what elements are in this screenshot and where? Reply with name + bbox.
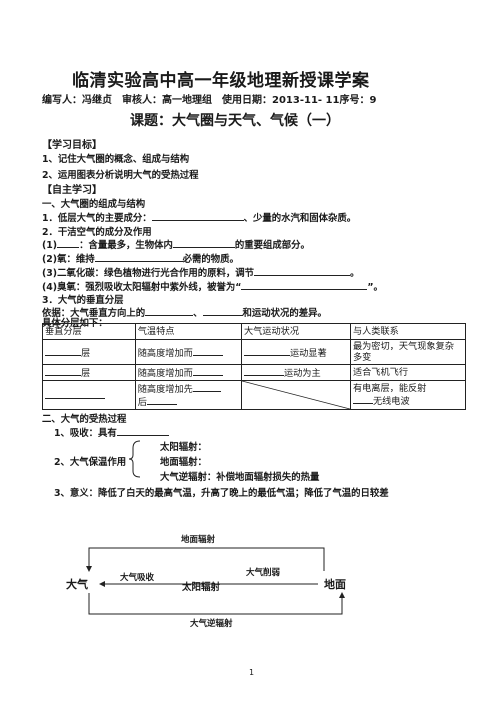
- heating-absorb: 1、吸收：具有: [54, 425, 169, 439]
- diagram-solar-label: 太阳辐射: [182, 582, 221, 593]
- q2-1-text-c: 的重要组成部分。: [234, 240, 310, 251]
- temp-blank[interactable]: [192, 366, 223, 376]
- absorb-text: 1、吸收：具有: [54, 428, 117, 439]
- heating-insulation: 2、大气保温作用: [54, 457, 127, 468]
- question-2-3: (3)二氧化碳：绿色植物进行光合作用的原料，调节 。: [42, 265, 359, 279]
- motion-cell-diagonal: [240, 380, 351, 410]
- counter-radiation-arrow: [88, 592, 345, 615]
- human-text-b: 无线电波: [372, 396, 410, 407]
- q2-2-text-a: (2)氧：维持: [42, 254, 95, 265]
- q2-3-blank[interactable]: [253, 266, 350, 276]
- atmosphere-layers-table: 垂直分层 气温特点 大气运动状况 与人类联系 层 随高度增加而 运动显著 最为密…: [42, 323, 467, 410]
- temp-text: 随高度增加而: [137, 347, 193, 359]
- q2-1-blank-b[interactable]: [172, 238, 235, 248]
- heating-significance: 3、意义：降低了白天的最高气温，升高了晚上的最低气温；降低了气温的日较差: [54, 488, 389, 499]
- layer-suffix: 层: [81, 347, 91, 359]
- question-3-basis: 依据：大气垂直方向上的 、 和运动状况的差异。: [42, 305, 327, 319]
- question-2-2: (2)氧：维持 必需的物质。: [42, 251, 239, 265]
- diagram-left-node: 大气: [66, 578, 88, 591]
- motion-cell: 运动为主: [240, 364, 351, 381]
- ground-radiation-arrow: [86, 547, 325, 572]
- page-title: 临清实验高中高一年级地理新授课学案: [72, 71, 370, 91]
- motion-blank[interactable]: [243, 346, 290, 356]
- q2-1-label: (1): [42, 240, 58, 251]
- layer-suffix: 层: [81, 368, 91, 379]
- q3-basis-text-a: 依据：大气垂直方向上的: [42, 308, 146, 319]
- absorb-blank[interactable]: [116, 426, 169, 436]
- goal-item-1: 1、记住大气圈的概念、组成与结构: [42, 154, 190, 165]
- motion-text: 运动为主: [283, 368, 321, 379]
- section-2-heading: 二、大气的受热过程: [42, 414, 127, 425]
- temp-text-b: 后: [137, 397, 147, 408]
- q2-3-text-b: 。: [349, 268, 360, 279]
- diagram-right-node: 地面: [324, 578, 346, 591]
- insulation-item-2: 地面辐射：: [160, 457, 207, 468]
- diagram-top-label: 地面辐射: [181, 535, 216, 545]
- human-text-a: 有电离层，能反射: [352, 383, 427, 394]
- question-3: 3．大气的垂直分层: [42, 295, 124, 306]
- q2-2-text-b: 必需的物质。: [182, 254, 239, 265]
- goals-heading: 【学习目标】: [42, 140, 102, 151]
- temp-blank-a[interactable]: [192, 382, 221, 392]
- goal-item-2: 2、运用图表分析说明大气的受热过程: [42, 170, 199, 181]
- table-row: 随高度增加先后 有电离层，能反射无线电波: [42, 380, 467, 410]
- human-blank[interactable]: [352, 394, 373, 404]
- q2-1-text-b: ：含量最多，生物体内: [79, 240, 173, 251]
- temp-blank[interactable]: [192, 346, 223, 356]
- temp-cell: 随高度增加而: [134, 339, 242, 365]
- question-1: 1．低层大气的主要成分： 、少量的水汽和固体杂质。: [42, 210, 356, 224]
- lesson-title: 课题：大气圈与天气、气候（一）: [130, 113, 340, 129]
- q3-basis-text-c: 和运动状况的差异。: [242, 308, 327, 319]
- human-cell: 最为密切，天气现象复杂多变: [349, 339, 467, 365]
- section-1-heading: 一、大气圈的组成与结构: [42, 199, 146, 210]
- layer-blank[interactable]: [45, 389, 105, 399]
- question-2-1: (1) ：含量最多，生物体内 的重要组成部分。: [42, 237, 310, 251]
- human-cell: 有电离层，能反射无线电波: [349, 380, 467, 410]
- insulation-item-3: 大气逆辐射：补偿地面辐射损失的热量: [160, 472, 320, 483]
- layer-cell: [42, 380, 136, 410]
- layer-cell: 层: [42, 339, 136, 365]
- insulation-item-1: 太阳辐射：: [160, 442, 207, 453]
- temp-text: 随高度增加而: [137, 368, 193, 379]
- page-number: 1: [249, 668, 255, 677]
- layer-blank[interactable]: [45, 366, 81, 376]
- q3-basis-blank-a[interactable]: [145, 306, 194, 316]
- q2-4-blank[interactable]: [241, 280, 368, 290]
- motion-blank[interactable]: [243, 366, 284, 376]
- table-row: 层 随高度增加而 运动为主 适合飞机飞行: [42, 364, 467, 381]
- q2-1-blank-a[interactable]: [57, 238, 80, 248]
- q2-3-text-a: (3)二氧化碳：绿色植物进行光合作用的原料，调节: [42, 268, 254, 279]
- q1-blank[interactable]: [151, 211, 244, 221]
- temp-text-a: 随高度增加先: [137, 384, 193, 395]
- q2-4-text-a: (4)臭氧：强烈吸收太阳辐射中紫外线，被誉为“: [42, 282, 242, 293]
- temp-blank-b[interactable]: [146, 395, 177, 405]
- author-meta: 编写人：冯继贞 审核人：高一地理组 使用日期：2013-11- 11序号：9: [42, 95, 377, 106]
- temp-cell: 随高度增加先后: [134, 380, 242, 410]
- question-2-4: (4)臭氧：强烈吸收太阳辐射中紫外线，被誉为“ ”。: [42, 279, 383, 293]
- self-study-heading: 【自主学习】: [42, 185, 102, 196]
- motion-text: 运动显著: [289, 347, 327, 359]
- q1-text-b: 、少量的水汽和固体杂质。: [243, 213, 357, 224]
- diagonal-strike: [241, 381, 350, 409]
- layer-blank[interactable]: [45, 346, 81, 356]
- diagram-bottom-label: 大气逆辐射: [190, 619, 233, 629]
- question-2: 2．干洁空气的成分及作用: [42, 227, 152, 238]
- diagram-absorb-label: 大气吸收: [120, 573, 155, 583]
- q3-basis-text-b: 、: [193, 308, 203, 319]
- q3-basis-blank-b[interactable]: [202, 306, 243, 316]
- q2-2-blank[interactable]: [94, 252, 183, 262]
- diagram-weaken-label: 大气削弱: [246, 568, 281, 578]
- q1-text-a: 1．低层大气的主要成分：: [42, 213, 152, 224]
- q2-4-text-b: ”。: [367, 282, 383, 293]
